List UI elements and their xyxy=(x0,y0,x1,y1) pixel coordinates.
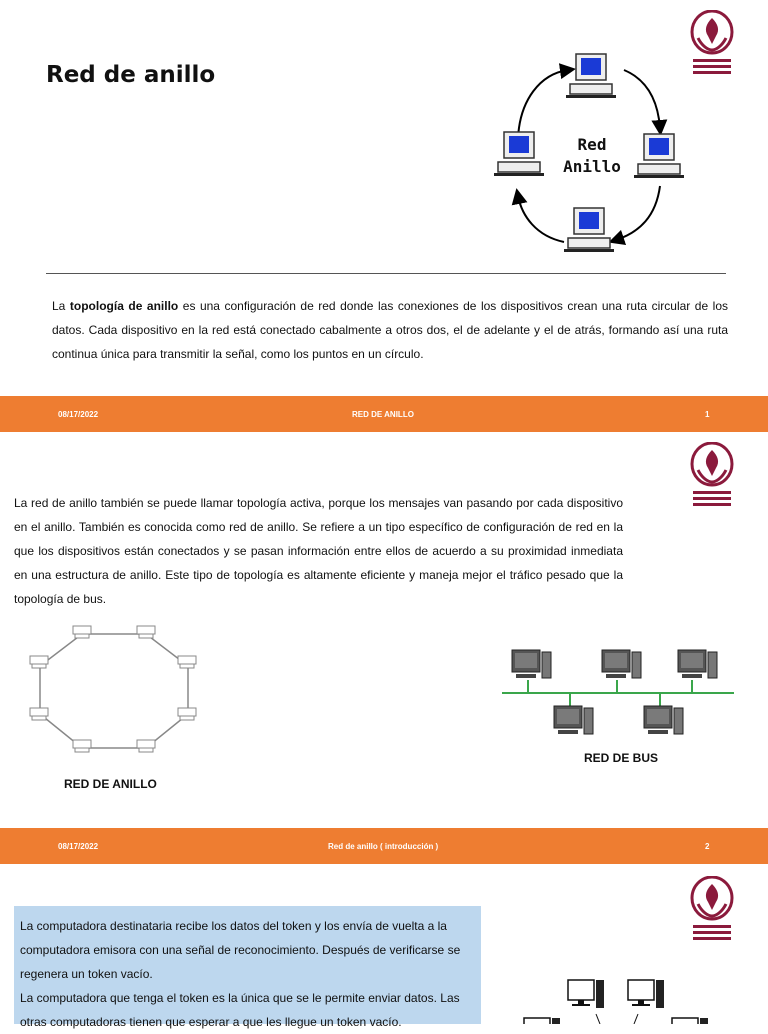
computer-icon xyxy=(177,655,197,669)
computer-icon xyxy=(677,649,718,679)
footer-title: Red de anillo ( introducción ) xyxy=(328,842,439,851)
computer-icon xyxy=(136,625,156,639)
divider-line xyxy=(46,273,726,274)
footer-page: 1 xyxy=(705,410,710,419)
octagon-ring-diagram xyxy=(26,622,206,756)
footer-date: 08/17/2022 xyxy=(58,842,99,851)
slide3-paragraph-2: La computadora que tenga el token es la … xyxy=(20,991,460,1029)
footer-title: RED DE ANILLO xyxy=(352,410,414,419)
slide3-paragraph-1: La computadora destinataria recibe los d… xyxy=(20,919,461,981)
diagram-label-red: Red xyxy=(577,135,607,154)
footer-bar-2: 08/17/2022 Red de anillo ( introducción … xyxy=(0,828,768,864)
caption-ring: RED DE ANILLO xyxy=(64,777,157,791)
footer-date: 08/17/2022 xyxy=(58,410,99,419)
computer-icon xyxy=(553,705,594,735)
computer-icon xyxy=(493,131,545,177)
computer-icon xyxy=(177,707,197,721)
computer-icon xyxy=(671,1017,709,1024)
university-logo xyxy=(690,876,734,942)
diagram-label-anillo: Anillo xyxy=(563,157,621,176)
bus-network-diagram xyxy=(500,642,740,746)
computer-icon xyxy=(29,707,49,721)
computer-icon xyxy=(633,133,685,179)
computer-icon xyxy=(136,739,156,753)
footer-page: 2 xyxy=(705,842,710,851)
university-logo xyxy=(690,442,734,508)
computer-icon xyxy=(523,1017,561,1024)
token-ring-diagram xyxy=(520,974,720,1024)
slide2-paragraph: La red de anillo también se puede llamar… xyxy=(14,496,623,606)
highlight-text-box: La computadora destinataria recibe los d… xyxy=(14,906,481,1029)
slide1-title: Red de anillo xyxy=(46,62,216,88)
computer-icon xyxy=(72,739,92,753)
computer-icon xyxy=(511,649,552,679)
footer-bar-1: 08/17/2022 RED DE ANILLO 1 xyxy=(0,396,768,432)
computer-icon xyxy=(627,979,665,1009)
computer-icon xyxy=(601,649,642,679)
computer-icon xyxy=(565,53,617,99)
bold-term: topología de anillo xyxy=(69,299,179,313)
computer-icon xyxy=(643,705,684,735)
computer-icon xyxy=(563,207,615,253)
university-logo xyxy=(690,10,734,76)
ring-network-diagram: Red Anillo xyxy=(480,40,700,270)
caption-bus: RED DE BUS xyxy=(584,751,659,765)
slide1-paragraph: La topología de anillo es una configurac… xyxy=(52,299,729,361)
computer-icon xyxy=(29,655,49,669)
computer-icon xyxy=(72,625,92,639)
computer-icon xyxy=(567,979,605,1009)
